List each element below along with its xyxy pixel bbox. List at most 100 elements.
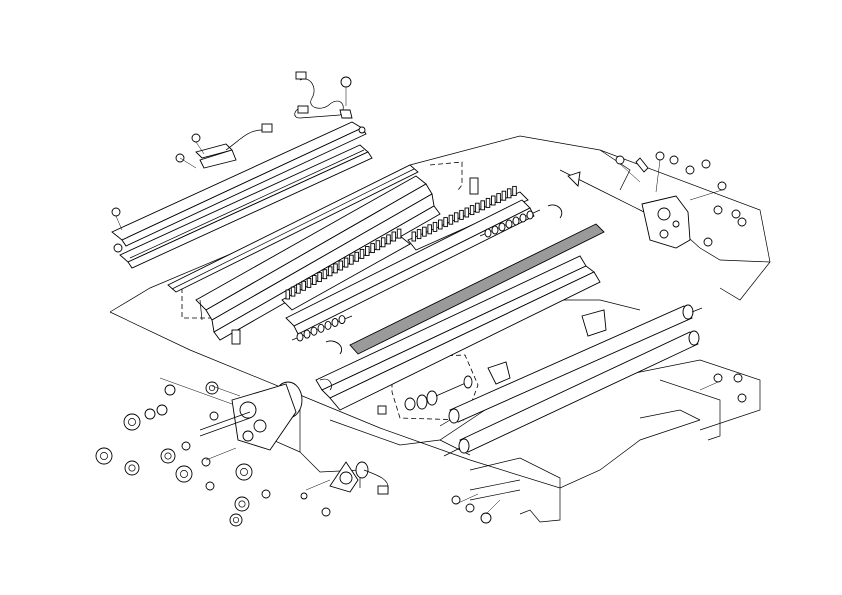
gear (124, 460, 140, 476)
comb-fin (506, 188, 512, 199)
roller-ring (296, 332, 304, 342)
gear (156, 404, 168, 416)
gear-hub (240, 468, 248, 476)
right-lower-frame-plate (639, 373, 747, 441)
gear (205, 481, 215, 491)
motor-with-harness (329, 461, 389, 495)
comb-fin (296, 283, 301, 294)
gear-hub (232, 516, 240, 524)
comb-fin (459, 209, 464, 220)
comb-fin (290, 286, 296, 297)
wire-harness-top (294, 71, 353, 119)
comb-fin (427, 224, 432, 235)
gear-hub (180, 470, 188, 478)
gear (321, 507, 331, 517)
comb-fin (317, 272, 322, 283)
lower-guide-channel (315, 255, 601, 411)
long-frame-rail (285, 199, 535, 335)
roller-ring (331, 318, 339, 327)
gear-drive-assembly (199, 381, 303, 451)
roller-ring (303, 329, 311, 339)
gear (261, 489, 271, 499)
roller-bracket (487, 309, 607, 385)
bushing-spring-group (377, 375, 473, 415)
gear-hub (164, 452, 172, 460)
guide-trough (195, 175, 441, 341)
comb-fin (380, 237, 386, 248)
comb-fin (359, 248, 365, 259)
comb-fin (464, 207, 470, 218)
gear (123, 413, 141, 431)
screws-upper-left (111, 126, 366, 253)
roller-ring (526, 210, 534, 220)
ring-roller-right (479, 209, 541, 238)
screws-upper-right (567, 151, 747, 247)
comb-fin (443, 217, 448, 228)
comb-fin (386, 234, 391, 245)
gear (300, 492, 308, 500)
gear (95, 447, 113, 465)
upper-roller (439, 304, 703, 427)
comb-fin (306, 277, 312, 288)
comb-fin (343, 257, 349, 268)
comb-fin (327, 266, 333, 277)
ring-roller-left (291, 315, 353, 342)
comb-fin (354, 251, 359, 262)
sensor-bracket-harness (175, 123, 273, 169)
gear-hub (128, 464, 136, 472)
comb-fin (432, 221, 438, 232)
comb-fin (512, 185, 517, 196)
gear-hub (238, 500, 246, 508)
gear (181, 441, 191, 451)
roller-ring (491, 225, 499, 235)
gear-hub (128, 418, 136, 426)
comb-fin (491, 195, 496, 206)
comb-fin (448, 214, 454, 225)
comb-fin (333, 263, 338, 274)
comb-fin (422, 226, 427, 237)
comb-fin (322, 269, 328, 280)
comb-fin (312, 275, 317, 285)
comb-fin (375, 240, 381, 251)
comb-fin (396, 228, 402, 239)
roller-ring (505, 219, 513, 229)
lower-roller (443, 330, 700, 457)
gear-parts-left (95, 381, 331, 527)
comb-fin (475, 202, 480, 213)
roller-ring (338, 315, 346, 325)
comb-fin (496, 193, 501, 204)
upper-rail-assembly (111, 121, 419, 293)
leader-lines (159, 87, 723, 515)
gear (205, 381, 219, 395)
gear (235, 463, 253, 481)
gear (144, 408, 156, 420)
comb-fin (453, 212, 459, 223)
comb-plate-right (407, 185, 529, 251)
bottom-frame-plate (451, 457, 561, 524)
comb-fin (301, 280, 306, 291)
gear (209, 411, 219, 421)
gear (229, 513, 243, 527)
right-end-bracket (641, 195, 691, 249)
gear-hub (208, 384, 216, 392)
spring-clips (231, 177, 563, 355)
comb-fin (349, 254, 354, 265)
comb-fin (438, 219, 443, 230)
grey-pad-strip (349, 223, 605, 355)
comb-fin (365, 246, 370, 256)
gear-hub (100, 452, 108, 460)
comb-fin (285, 289, 291, 300)
comb-fin (411, 231, 417, 242)
comb-fin (469, 205, 475, 216)
gear (175, 465, 193, 483)
comb-plate-left (281, 228, 411, 311)
comb-fin (416, 229, 422, 240)
comb-fin (391, 231, 397, 242)
comb-fin (485, 197, 491, 208)
roller-ring (512, 216, 520, 226)
gear (160, 448, 176, 464)
comb-fin (501, 190, 507, 201)
roller-ring (498, 222, 506, 232)
roller-ring (324, 320, 332, 330)
